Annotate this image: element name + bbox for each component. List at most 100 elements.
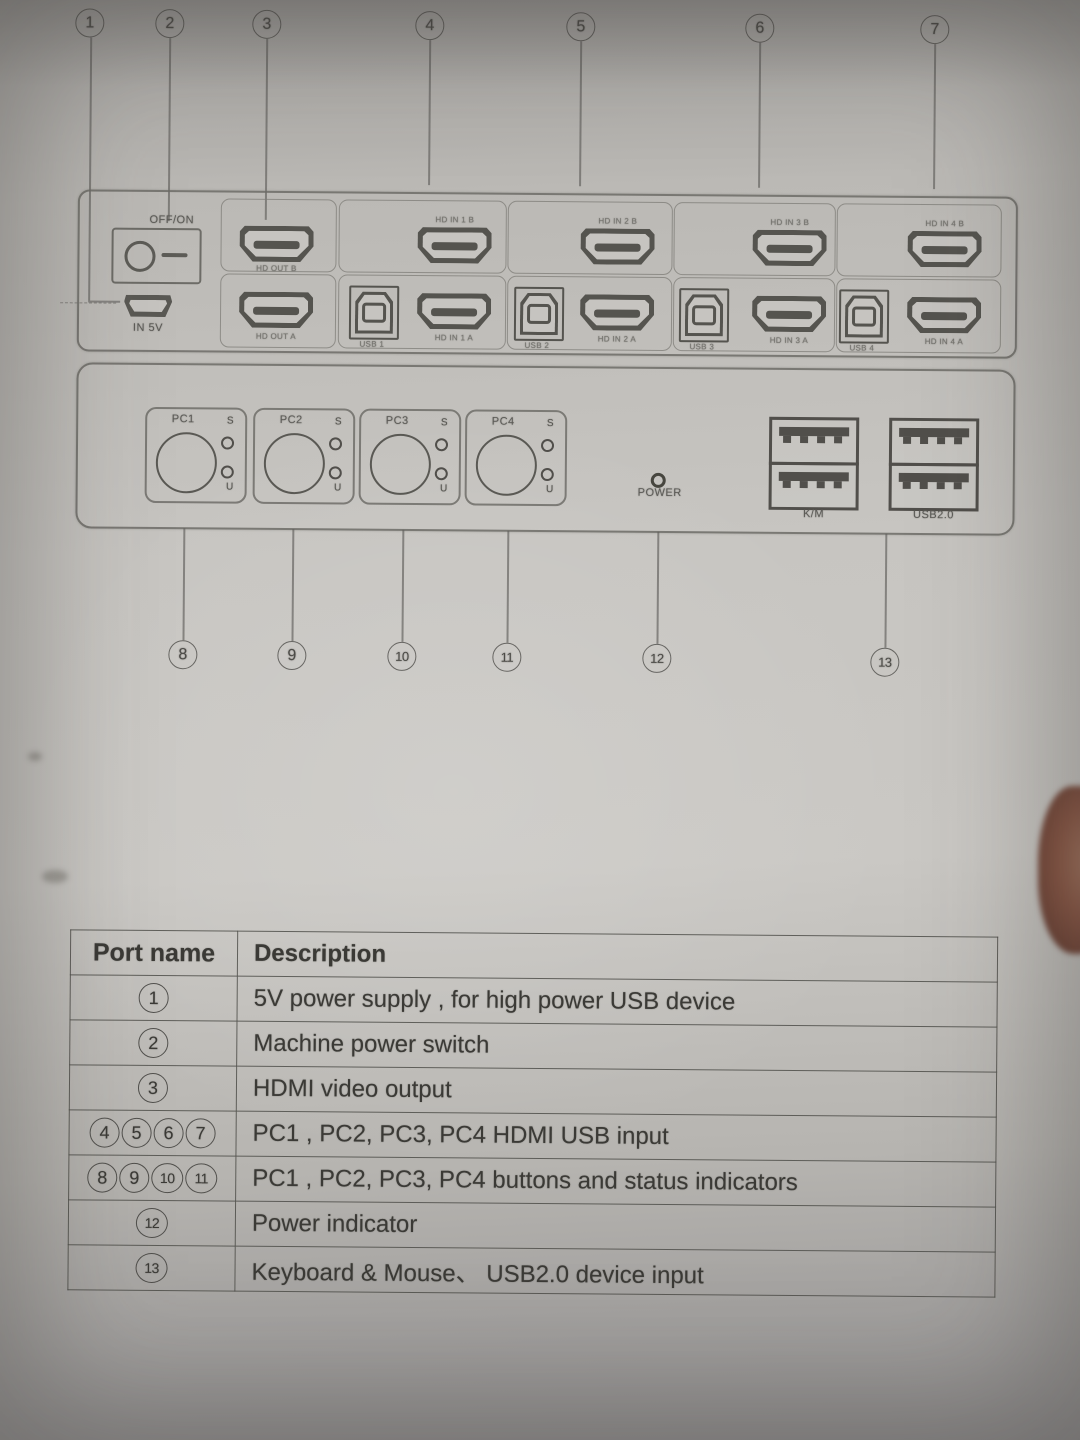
callout-1-number: 1 — [85, 13, 95, 31]
pc4-status-s-label: S — [546, 418, 554, 430]
pc2-usb-led — [328, 466, 342, 480]
table-row: 12 Power indicator — [68, 1199, 996, 1253]
pc3-button — [369, 433, 432, 496]
table-header-row: Port name Description — [70, 929, 998, 983]
pc2-hdmi-b-port — [580, 228, 654, 265]
table-row: 1 5V power supply , for high power USB d… — [69, 974, 998, 1028]
callout-11-line — [506, 530, 509, 643]
callout-1: 1 — [75, 8, 105, 38]
callout-9-number: 9 — [287, 646, 297, 664]
power-switch-label: OFF/ON — [149, 213, 195, 227]
description-cell: Keyboard & Mouse、 USB2.0 device input — [234, 1246, 996, 1298]
power-indicator-label: POWER — [637, 486, 682, 500]
description-cell: HDMI video output — [236, 1066, 997, 1118]
description-cell: PC1 , PC2, PC3, PC4 HDMI USB input — [235, 1111, 997, 1163]
pc4-status-u-label: U — [546, 484, 554, 496]
km-usb-port-top — [768, 416, 860, 466]
hdmi-out-a-port — [239, 292, 313, 329]
hdmi-out-b-label: HD OUT B — [256, 263, 297, 274]
port-number-9: 9 — [119, 1162, 150, 1193]
pc1-hdmi-a-port — [417, 293, 491, 330]
dc-in-port — [124, 295, 172, 317]
pc3-label: PC3 — [385, 414, 409, 427]
pc4-hdmi-b-port — [907, 231, 981, 268]
callout-5-line — [579, 41, 582, 187]
usb2-port-bottom — [888, 462, 979, 512]
power-switch — [111, 227, 202, 285]
description-cell: PC1 , PC2, PC3, PC4 buttons and status i… — [235, 1156, 996, 1208]
pc3-status-u-label: U — [440, 483, 448, 495]
callout-5-number: 5 — [576, 17, 586, 35]
port-number-6: 6 — [153, 1117, 184, 1149]
pc2-status-u-label: U — [334, 482, 342, 494]
pc4-hdmi-b-label: HD IN 4 B — [925, 219, 965, 229]
pc3-usb-led — [434, 467, 448, 481]
pc1-usb-label: USB 1 — [359, 339, 385, 349]
pc3-button-group: PC3 S U — [358, 408, 462, 506]
pc2-hdmi-a-port — [580, 294, 654, 331]
port-name-header: Port name — [70, 929, 238, 977]
callout-5: 5 — [566, 12, 596, 42]
usb2-port-top — [888, 417, 980, 467]
pc2-button — [263, 432, 326, 495]
port-number-12: 12 — [135, 1207, 169, 1239]
port-description-table: Port name Description 1 5V power supply … — [67, 929, 998, 1298]
port-number-5: 5 — [121, 1117, 152, 1148]
callout-6-number: 6 — [755, 19, 765, 37]
port-number-10: 10 — [151, 1162, 184, 1194]
callout-13-number: 13 — [878, 654, 892, 670]
pc4-hdmi-a-port — [907, 297, 981, 334]
pc2-hdmi-b-label: HD IN 2 B — [598, 216, 638, 226]
callout-12: 12 — [642, 643, 672, 674]
callout-2: 2 — [155, 8, 185, 39]
pc1-button — [155, 431, 218, 494]
port-number-2: 2 — [138, 1027, 169, 1059]
micro-usb-slot — [129, 300, 167, 312]
pc3-hdmi-a-port — [752, 296, 826, 333]
pc2-usb-b-port — [513, 286, 565, 342]
pc1-label: PC1 — [171, 413, 195, 426]
callout-4: 4 — [415, 11, 445, 41]
finger-over-page — [1038, 786, 1080, 954]
callout-9-line — [291, 529, 294, 642]
pc3-status-led — [434, 438, 449, 452]
callout-12-number: 12 — [650, 650, 664, 666]
pc4-button — [475, 434, 538, 496]
port-number-13: 13 — [135, 1252, 168, 1284]
callout-7: 7 — [920, 14, 950, 45]
callout-13-line — [884, 533, 887, 648]
pc4-hdmi-a-label: HD IN 4 A — [924, 337, 964, 347]
callout-7-number: 7 — [930, 20, 940, 38]
callout-3-number: 3 — [262, 15, 272, 33]
callout-4-line — [428, 40, 431, 186]
description-cell: Machine power switch — [236, 1021, 997, 1073]
description-header: Description — [237, 931, 998, 983]
switch-off-icon — [124, 240, 156, 272]
port-number-7: 7 — [185, 1118, 216, 1149]
pc1-hdmi-b-label: HD IN 1 B — [435, 215, 475, 225]
pc1-hdmi-a-label: HD IN 1 A — [434, 333, 474, 343]
rear-panel-diagram: OFF/ON IN 5V HD OUT B — [76, 189, 1018, 359]
km-label: K/M — [802, 508, 825, 521]
port-number-1: 1 — [138, 982, 169, 1014]
km-usb-port-bottom — [768, 461, 859, 511]
callout-12-line — [656, 531, 659, 644]
pc3-hdmi-b-label: HD IN 3 B — [770, 217, 810, 228]
pc3-status-s-label: S — [440, 417, 448, 429]
description-cell: 5V power supply , for high power USB dev… — [236, 976, 998, 1028]
pc2-status-led — [328, 437, 343, 451]
hdmi-out-b-port — [239, 226, 313, 263]
pc1-usb-led — [220, 465, 234, 479]
pc1-hdmi-b-port — [417, 227, 491, 264]
callout-8-line — [182, 528, 185, 641]
callout-9: 9 — [277, 640, 307, 671]
port-number-3: 3 — [137, 1072, 169, 1104]
pc4-button-group: PC4 S U — [464, 409, 568, 507]
pc1-button-group: PC1 S U — [144, 406, 248, 504]
pc4-usb-b-port — [838, 289, 890, 344]
hdmi-out-a-label: HD OUT A — [255, 331, 296, 342]
pc3-usb-b-port — [678, 288, 730, 343]
